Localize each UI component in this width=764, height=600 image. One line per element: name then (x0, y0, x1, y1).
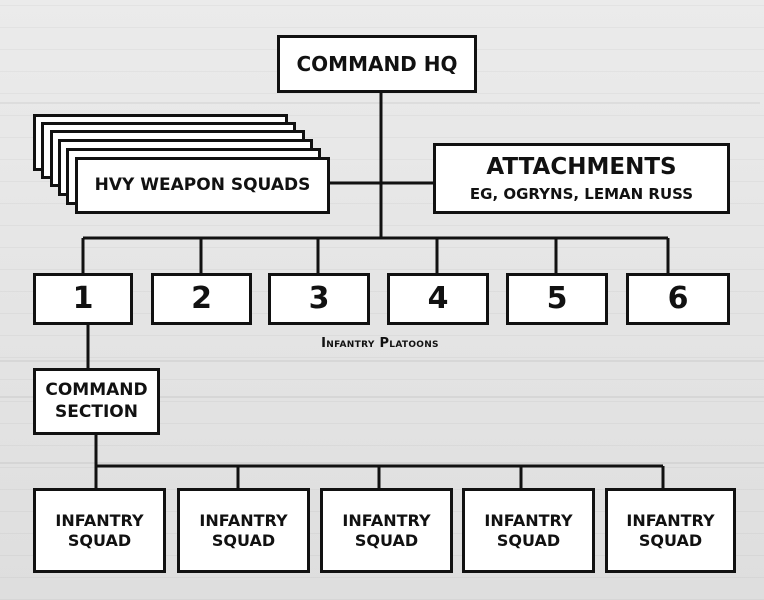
platoon-number: 6 (667, 281, 689, 317)
squad-label-line-1: INFANTRY (484, 510, 573, 530)
platoon-4-box: 4 (387, 273, 489, 325)
platoon-5-box: 5 (506, 273, 608, 325)
attachments-subtitle: EG, OGRYNS, LEMAN RUSS (469, 185, 694, 203)
attachments-box: ATTACHMENTS EG, OGRYNS, LEMAN RUSS (433, 143, 730, 214)
platoon-number: 2 (191, 281, 212, 317)
platoon-6-box: 6 (626, 273, 730, 325)
infantry-squad-box: INFANTRY SQUAD (177, 488, 310, 573)
squad-label-line-1: INFANTRY (55, 510, 144, 530)
bleed-through-line (0, 462, 764, 464)
infantry-squad-box: INFANTRY SQUAD (462, 488, 595, 573)
platoon-number: 5 (546, 281, 568, 317)
bleed-through-line (0, 360, 764, 362)
command-hq-label: COMMAND HQ (296, 51, 458, 76)
squad-label-line-1: INFANTRY (342, 510, 431, 530)
squad-label-line-1: INFANTRY (199, 510, 288, 530)
infantry-squad-box: INFANTRY SQUAD (605, 488, 736, 573)
heavy-weapon-squads-label: HVY WEAPON SQUADS (94, 174, 311, 195)
platoon-number: 1 (72, 281, 94, 317)
infantry-squad-box: INFANTRY SQUAD (33, 488, 166, 573)
squad-label-line-1: INFANTRY (626, 510, 715, 530)
attachments-title: ATTACHMENTS (486, 154, 677, 181)
squad-label-line-2: SQUAD (211, 530, 276, 550)
squad-label-line-2: SQUAD (67, 530, 132, 550)
squad-label-line-2: SQUAD (496, 530, 561, 550)
command-section-box: COMMAND SECTION (33, 368, 160, 435)
command-section-line-2: SECTION (55, 401, 138, 422)
platoon-2-box: 2 (151, 273, 252, 325)
platoon-3-box: 3 (268, 273, 370, 325)
infantry-squad-box: INFANTRY SQUAD (320, 488, 453, 573)
platoon-1-box: 1 (33, 273, 133, 325)
command-hq-box: COMMAND HQ (277, 35, 477, 93)
squad-label-line-2: SQUAD (354, 530, 419, 550)
platoon-number: 3 (308, 281, 330, 317)
heavy-weapon-squads-box: HVY WEAPON SQUADS (75, 157, 330, 214)
squad-label-line-2: SQUAD (638, 530, 703, 550)
bleed-through-line (0, 396, 764, 398)
command-section-line-1: COMMAND (45, 380, 148, 401)
platoons-caption: Infantry Platoons (321, 336, 439, 351)
platoon-number: 4 (427, 281, 449, 317)
